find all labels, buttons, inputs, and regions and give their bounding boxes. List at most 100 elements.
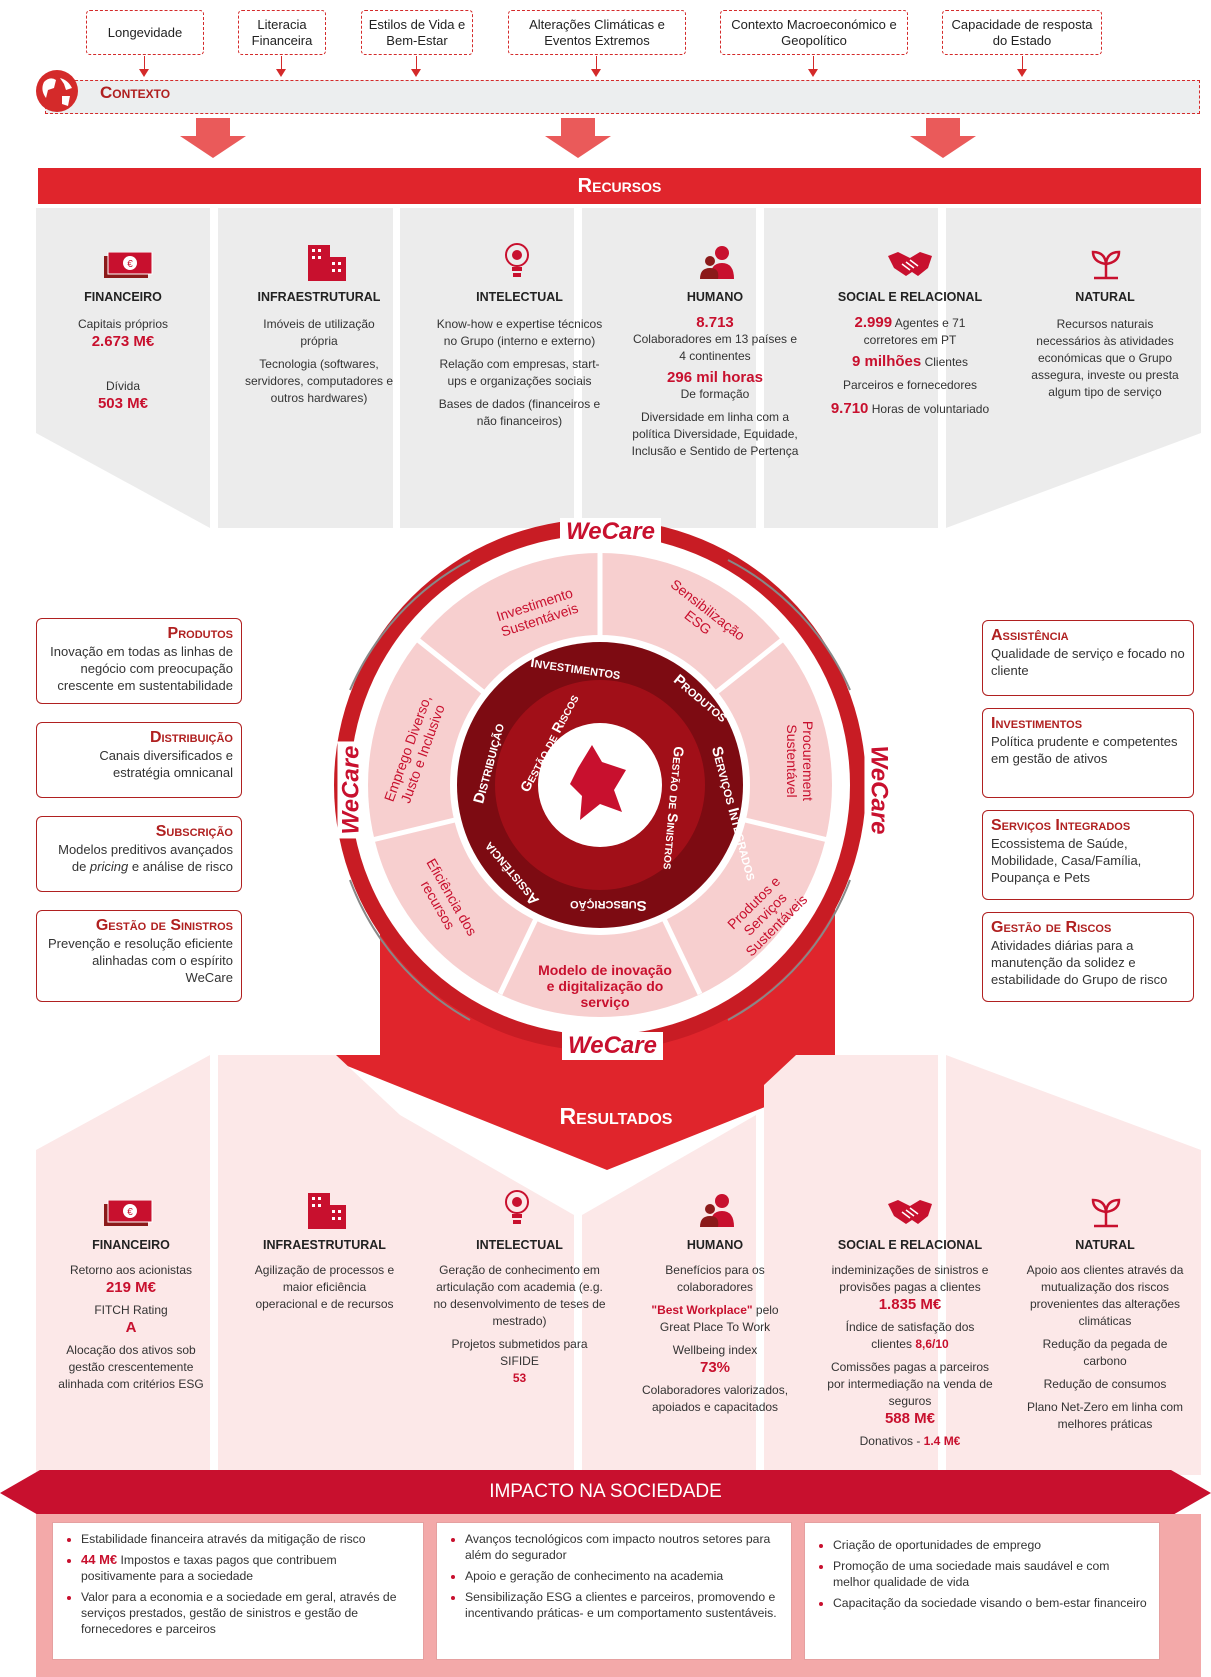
recurso-title: INTELECTUAL [476, 290, 563, 304]
recurso-title: INFRAESTRUTURAL [257, 290, 381, 304]
box-heading: Serviços Integrados [991, 817, 1131, 834]
resultado-line: Redução de consumos [1043, 1377, 1167, 1391]
recurso-line: De formação [680, 387, 750, 401]
box-text: Canais diversificados e estratégia omnic… [99, 748, 233, 780]
resultado-text: Agilização de processos e maior eficiênc… [254, 1262, 395, 1313]
svg-text:€: € [127, 259, 133, 270]
recurso-title: SOCIAL E RELACIONAL [837, 290, 983, 304]
recurso-line: Tecnologia (softwares, servidores, compu… [244, 357, 394, 405]
box-text: Atividades diárias para a manutenção da … [991, 938, 1168, 987]
resultado-line: Redução da pegada de carbono [1042, 1337, 1168, 1368]
box-text-part: e análise de risco [128, 859, 233, 874]
impacto-banner-shape [0, 1470, 1211, 1516]
recurso-value: 8.713 [696, 314, 734, 331]
recurso-title: FINANCEIRO [84, 290, 162, 304]
resultado-line: Benefícios para os colaboradores [665, 1263, 765, 1294]
box-text: Prevenção e resolução eficiente alinhada… [47, 936, 233, 985]
resultado-title: HUMANO [686, 1238, 744, 1252]
resultado-humano: HUMANO Benefícios para os colaboradores … [620, 1238, 810, 1416]
recurso-line: Bases de dados (financeiros e não financ… [438, 397, 601, 428]
resultado-intelectual: INTELECTUAL Geração de conhecimento em a… [427, 1238, 612, 1387]
box-servicos-integrados: Serviços Integrados Ecossistema de Saúde… [982, 810, 1194, 900]
impacto-item-text: Impostos e taxas pagos que contribuem po… [81, 1553, 337, 1583]
box-heading: Investimentos [991, 715, 1083, 732]
resultado-line: Comissões pagas a parceiros por intermed… [827, 1360, 993, 1408]
context-factor-macro: Contexto Macroeconómico e Geopolítico [720, 10, 908, 55]
context-label: Contexto [100, 83, 171, 102]
recursos-background [36, 208, 1201, 528]
resultado-line: Agilização de processos e maior eficiênc… [254, 1263, 395, 1311]
impacto-item: Apoio e geração de conhecimento na acade… [465, 1568, 781, 1584]
impacto-item: Capacitação da sociedade visando o bem-e… [833, 1595, 1149, 1611]
resultado-value: 588 M€ [884, 1410, 936, 1427]
recursos-banner: Recursos [38, 168, 1201, 204]
handshake-icon [888, 252, 932, 276]
context-factor-clima: Alterações Climáticas e Eventos Extremos [508, 10, 686, 55]
impacto-item: Sensibilização ESG a clientes e parceiro… [465, 1589, 781, 1621]
resultado-value: A [125, 1319, 137, 1336]
box-gestao-sinistros: Gestão de Sinistros Prevenção e resoluçã… [36, 910, 242, 1002]
recurso-text: Recursos naturais necessários às ativida… [1026, 316, 1184, 401]
context-factor-label: Estilos de Vida e Bem-Estar [368, 16, 466, 48]
plant-icon [1091, 1198, 1121, 1228]
box-text: Inovação em todas as linhas de negócio c… [50, 644, 233, 693]
resultado-value: 219 M€ [105, 1279, 157, 1296]
recurso-humano: HUMANO 8.713 Colaboradores em 13 países … [620, 290, 810, 460]
resultado-value: "Best Workplace" [651, 1303, 753, 1317]
recurso-line: Parceiros e fornecedores [842, 378, 978, 392]
handshake-icon [888, 1200, 932, 1224]
down-arrow-icon [545, 118, 611, 158]
context-bar [45, 80, 1200, 114]
recurso-natural: NATURAL Recursos naturais necessários às… [1020, 290, 1190, 401]
box-gestao-riscos: Gestão de Riscos Atividades diárias para… [982, 912, 1194, 1002]
segment-modelo-inovacao: Modelo de inovação e digitalização do se… [538, 962, 672, 1010]
recurso-line: Colaboradores em 13 países e 4 continent… [632, 332, 798, 363]
context-factor-longevidade: Longevidade [86, 10, 204, 55]
segment-procurement: Procurement Sustentável [784, 720, 816, 802]
impacto-item: Estabilidade financeira através da mitig… [81, 1531, 413, 1547]
building-icon [308, 1193, 346, 1229]
resultado-line: Wellbeing index [672, 1343, 758, 1357]
building-icon [308, 245, 346, 281]
box-heading: Assistência [991, 627, 1069, 644]
context-arrow [596, 56, 597, 74]
resultado-line: FITCH Rating [94, 1303, 168, 1317]
resultado-text: Geração de conhecimento em articulação c… [433, 1262, 606, 1387]
box-text: Política prudente e competentes em gestã… [991, 734, 1178, 766]
box-heading: Produtos [167, 625, 233, 642]
recurso-text: Know-how e expertise técnicos no Grupo (… [435, 316, 604, 430]
recurso-value: 296 mil horas [667, 369, 763, 386]
resultados-title: Resultados [559, 1103, 673, 1129]
resultado-text: indeminizações de sinistros e provisões … [825, 1262, 995, 1450]
plant-icon [1091, 250, 1121, 280]
resultado-title: FINANCEIRO [92, 1238, 170, 1252]
people-icon [700, 1194, 734, 1227]
resultado-infraestrutural: INFRAESTRUTURAL Agilização de processos … [232, 1238, 417, 1313]
resultado-text: Benefícios para os colaboradores "Best W… [636, 1262, 794, 1416]
recurso-line: Agentes e 71 corretores em PT [863, 316, 966, 347]
recurso-line: Diversidade em linha com a política Dive… [631, 410, 799, 458]
resultado-line: Alocação dos ativos sob gestão crescente… [58, 1343, 204, 1391]
recurso-line: Dívida [105, 379, 140, 393]
recurso-line: Imóveis de utilização própria [263, 317, 375, 348]
impacto-item: Criação de oportunidades de emprego [833, 1537, 1149, 1553]
resultado-line: Apoio aos clientes através da mutualizaç… [1026, 1263, 1184, 1328]
resultado-line: pelo Great Place To Work [659, 1303, 779, 1334]
recurso-infraestrutural: INFRAESTRUTURAL Imóveis de utilização pr… [232, 290, 406, 407]
context-arrow [416, 56, 417, 74]
resultado-line: Plano Net-Zero em linha com melhores prá… [1026, 1400, 1184, 1431]
impacto-title: Impacto na sociedade [489, 1481, 722, 1502]
box-text-emphasis: pricing [89, 859, 129, 874]
impacto-item: 44 M€ Impostos e taxas pagos que contrib… [81, 1552, 413, 1584]
context-factor-label: Capacidade de resposta do Estado [951, 16, 1093, 48]
box-subscricao: Subscrição Modelos preditivos avançados … [36, 816, 242, 892]
context-factor-estilos: Estilos de Vida e Bem-Estar [361, 10, 473, 55]
lightbulb-icon [505, 243, 529, 277]
box-text: Ecossistema de Saúde, Mobilidade, Casa/F… [991, 836, 1142, 885]
resultado-line: Retorno aos acionistas [69, 1263, 193, 1277]
resultado-financeiro: FINANCEIRO Retorno aos acionistas 219 M€… [36, 1238, 226, 1393]
context-arrow [1022, 56, 1023, 74]
recurso-text: Capitais próprios 2.673 M€ Dívida 503 M€ [36, 316, 210, 412]
box-text: Qualidade de serviço e focado no cliente [991, 646, 1185, 678]
resultado-line: Índice de satisfação dos clientes [845, 1320, 975, 1351]
